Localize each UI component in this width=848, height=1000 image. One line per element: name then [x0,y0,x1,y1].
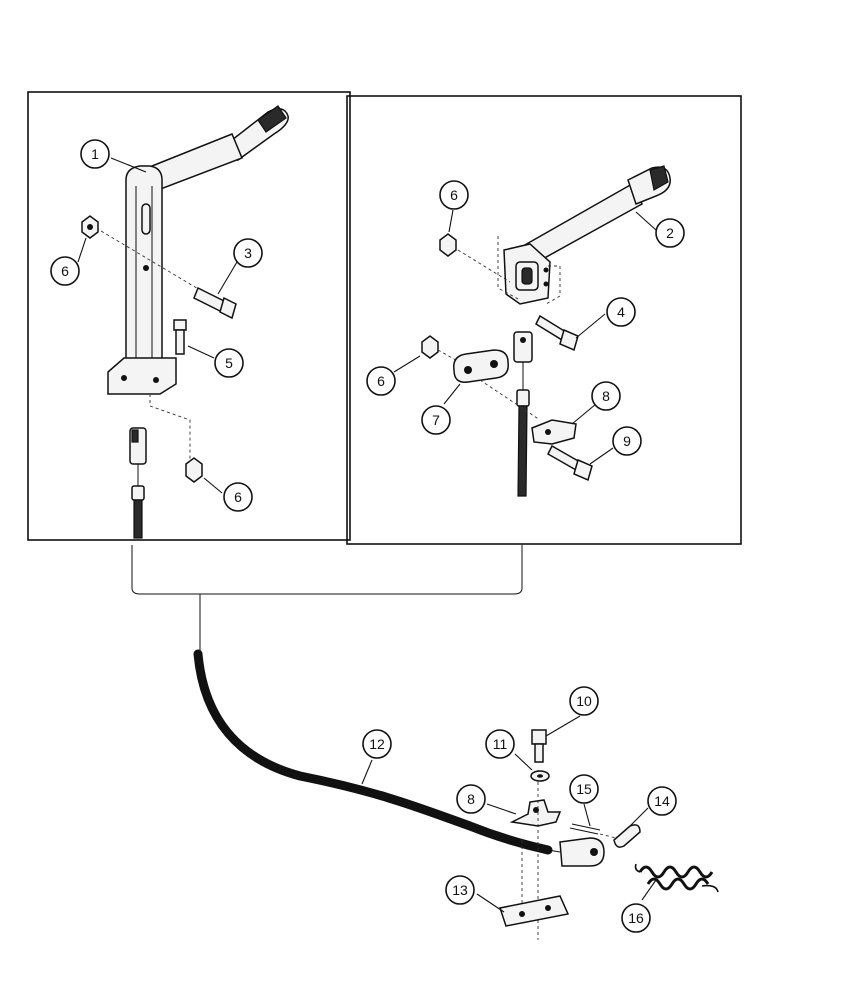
lever-assembly-left [81,105,289,539]
svg-text:15: 15 [576,781,592,797]
svg-text:14: 14 [654,793,670,809]
callout-5: 5 [214,348,244,378]
callout-16: 16 [621,903,651,933]
callout-6-right-lower: 6 [366,366,396,396]
svg-text:11: 11 [493,736,508,752]
right-panel-frame [346,95,742,545]
svg-text:5: 5 [225,355,233,371]
callout-6-left-upper: 6 [50,256,80,286]
svg-text:8: 8 [602,388,610,404]
callout-13: 13 [445,875,475,905]
cable-assembly [193,649,719,940]
svg-text:6: 6 [450,187,458,203]
callout-7: 7 [421,405,451,435]
svg-text:6: 6 [61,263,69,279]
callout-1: 1 [80,139,110,169]
callout-8-upper: 8 [591,381,621,411]
svg-text:1: 1 [91,146,99,162]
svg-text:6: 6 [377,373,385,389]
callout-15: 15 [569,774,599,804]
callout-9: 9 [612,426,642,456]
left-panel-frame [27,91,351,541]
callout-6-left-lower: 6 [223,482,253,512]
callout-11: 11 [485,729,515,759]
svg-text:12: 12 [369,736,385,752]
callout-6-right-upper: 6 [439,180,469,210]
svg-text:3: 3 [244,245,252,261]
svg-text:4: 4 [617,304,625,320]
panel-bracket [131,545,523,595]
lever-assembly-right [421,165,671,497]
svg-text:6: 6 [234,489,242,505]
svg-text:2: 2 [666,225,674,241]
callout-10: 10 [569,686,599,716]
svg-text:13: 13 [452,882,468,898]
callout-4: 4 [606,297,636,327]
svg-text:9: 9 [623,433,631,449]
callout-14: 14 [647,786,677,816]
callout-3: 3 [233,238,263,268]
callout-2: 2 [655,218,685,248]
svg-text:16: 16 [628,910,644,926]
svg-text:8: 8 [467,791,475,807]
svg-text:10: 10 [576,693,592,709]
callout-12: 12 [362,729,392,759]
callout-8-lower: 8 [456,784,486,814]
leader-lines [77,157,657,913]
svg-text:7: 7 [432,412,440,428]
